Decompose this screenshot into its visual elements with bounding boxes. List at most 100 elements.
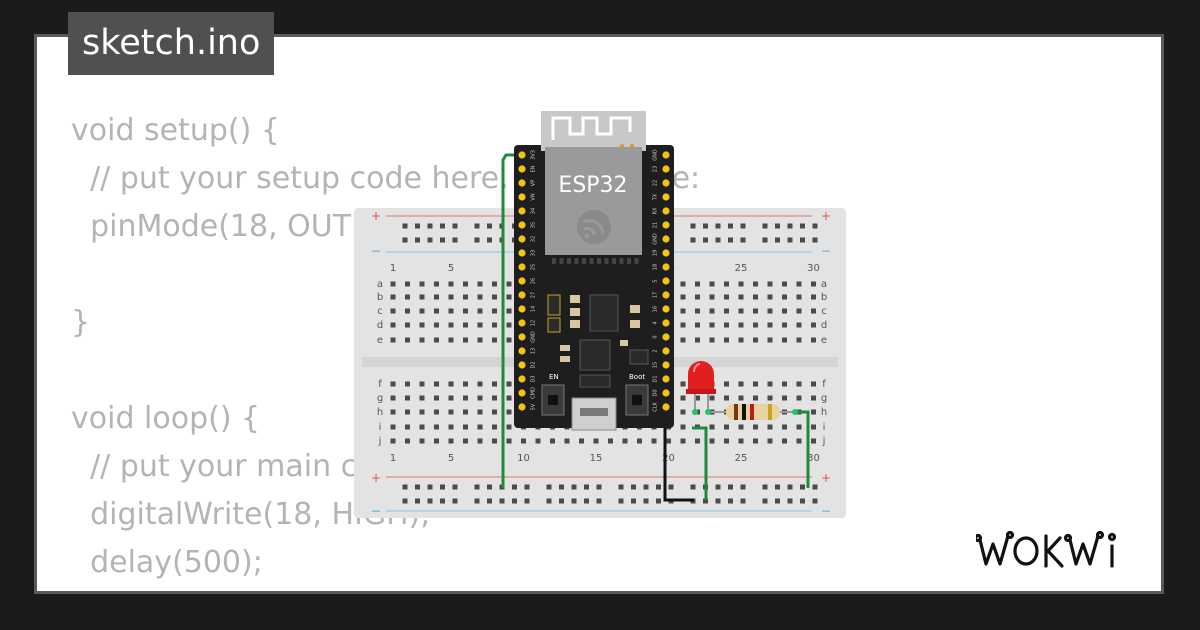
- pin[interactable]: [518, 207, 526, 215]
- code-line: delay(500);: [71, 545, 263, 580]
- pin[interactable]: [518, 291, 526, 299]
- pin[interactable]: [662, 347, 670, 355]
- pin-label: 15: [653, 362, 659, 368]
- pin[interactable]: [518, 319, 526, 327]
- row-label: c: [377, 306, 383, 317]
- resistor[interactable]: [710, 404, 795, 420]
- usb-uart-chip: [579, 339, 611, 371]
- column-number: 30: [807, 453, 820, 464]
- pin[interactable]: [518, 151, 526, 159]
- pin[interactable]: [518, 165, 526, 173]
- column-number: 20: [662, 453, 675, 464]
- pin[interactable]: [518, 361, 526, 369]
- pin-label: VP: [531, 180, 537, 186]
- pin[interactable]: [662, 305, 670, 313]
- row-label: a: [377, 279, 383, 290]
- pin[interactable]: [518, 235, 526, 243]
- pin[interactable]: [518, 403, 526, 411]
- pin[interactable]: [662, 207, 670, 215]
- espressif-logo-icon: [577, 210, 611, 244]
- pin-label: 22: [653, 180, 659, 186]
- pin-label: D3: [531, 375, 537, 382]
- pin-label: D0: [653, 389, 659, 396]
- row-label: d: [821, 320, 827, 331]
- pin-label: CMD: [531, 387, 537, 399]
- pin-label: 16: [653, 306, 659, 312]
- file-tab[interactable]: sketch.ino: [68, 12, 275, 75]
- pin[interactable]: [662, 291, 670, 299]
- pin[interactable]: [518, 193, 526, 201]
- pin-label: 2: [653, 349, 659, 352]
- row-label: j: [378, 436, 382, 447]
- pin-label: GND: [531, 331, 537, 343]
- pin[interactable]: [662, 319, 670, 327]
- en-label: EN: [549, 373, 559, 381]
- pin[interactable]: [662, 361, 670, 369]
- pin[interactable]: [662, 193, 670, 201]
- pin[interactable]: [518, 249, 526, 257]
- pin[interactable]: [662, 221, 670, 229]
- boot-button[interactable]: [625, 384, 649, 416]
- row-label: f: [378, 379, 382, 390]
- pin[interactable]: [662, 249, 670, 257]
- pin-label: 25: [531, 264, 537, 270]
- wokwi-logo: [976, 530, 1117, 568]
- minus-sign: −: [371, 244, 381, 258]
- row-label: e: [821, 335, 827, 346]
- pin[interactable]: [518, 263, 526, 271]
- pin[interactable]: [662, 333, 670, 341]
- column-number: 25: [735, 453, 748, 464]
- esp32-board[interactable]: ESP32 EN Boot: [514, 111, 674, 431]
- minus-sign: −: [821, 504, 831, 518]
- row-label: b: [377, 292, 383, 303]
- minus-sign: −: [821, 244, 831, 258]
- pin[interactable]: [518, 333, 526, 341]
- wire-resistor[interactable]: [795, 410, 810, 488]
- pin[interactable]: [662, 263, 670, 271]
- pin[interactable]: [662, 375, 670, 383]
- pin-label: 0: [653, 335, 659, 338]
- red-led[interactable]: [686, 361, 716, 412]
- pin-label: 32: [531, 236, 537, 242]
- pin[interactable]: [662, 389, 670, 397]
- pin[interactable]: [518, 221, 526, 229]
- row-label: f: [822, 379, 826, 390]
- column-number: 30: [807, 263, 820, 274]
- pin-label: 13: [531, 348, 537, 354]
- pin[interactable]: [662, 235, 670, 243]
- pin[interactable]: [662, 179, 670, 187]
- pin-label: D1: [653, 375, 659, 382]
- en-button[interactable]: [541, 384, 565, 416]
- pin[interactable]: [518, 305, 526, 313]
- pin[interactable]: [662, 165, 670, 173]
- column-number: 1: [390, 263, 396, 274]
- row-label: g: [821, 393, 827, 404]
- plus-sign: +: [821, 471, 831, 485]
- chip-label: ESP32: [558, 173, 627, 198]
- pin-label: 27: [531, 292, 537, 298]
- pin-label: 14: [531, 306, 537, 312]
- wire-3v3[interactable]: [501, 153, 520, 488]
- row-label: j: [822, 436, 826, 447]
- pin-label: EN: [531, 165, 537, 172]
- pin[interactable]: [518, 277, 526, 285]
- pin[interactable]: [662, 277, 670, 285]
- column-number: 10: [517, 453, 530, 464]
- pin[interactable]: [662, 151, 670, 159]
- wire-led-cathode[interactable]: [692, 426, 708, 500]
- pin[interactable]: [518, 347, 526, 355]
- pin-label: GND: [653, 233, 659, 245]
- pin[interactable]: [662, 403, 670, 411]
- pin[interactable]: [518, 375, 526, 383]
- minus-sign: −: [371, 504, 381, 518]
- wires: [501, 153, 810, 502]
- pin-label: TX: [653, 193, 659, 201]
- row-label: h: [377, 407, 383, 418]
- column-number: 5: [448, 453, 454, 464]
- wire-gnd[interactable]: [663, 425, 694, 502]
- row-label: a: [821, 279, 827, 290]
- row-label: d: [377, 320, 383, 331]
- pin-label: 17: [653, 292, 659, 298]
- pin[interactable]: [518, 389, 526, 397]
- pin[interactable]: [518, 179, 526, 187]
